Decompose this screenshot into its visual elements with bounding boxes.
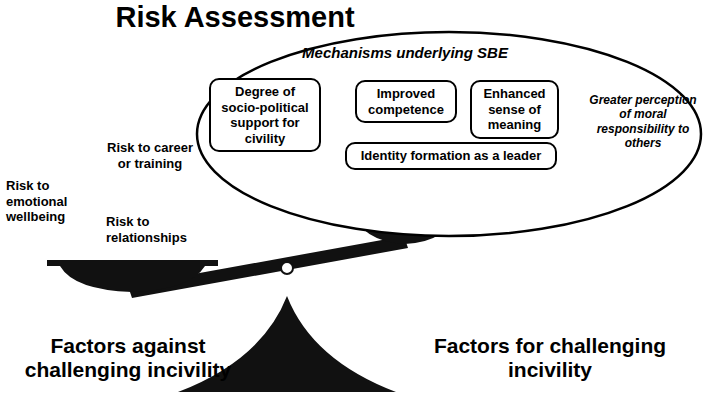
side-label: Factors against challenging incivility xyxy=(8,334,248,382)
pivot xyxy=(281,262,293,274)
mechanism-box: Degree of socio-political support for ci… xyxy=(209,78,321,152)
ellipse-shape xyxy=(197,32,701,236)
box-label: Degree of socio-political support for ci… xyxy=(216,84,314,146)
risk-label: Risk to career or training xyxy=(100,140,200,171)
mechanism-box: Improved competence xyxy=(355,80,457,123)
diagram-title: Risk Assessment xyxy=(0,0,470,35)
mechanism-box: Identity formation as a leader xyxy=(345,142,557,170)
risk-label: Risk to relationships xyxy=(106,214,206,245)
ellipse-heading: Mechanisms underlying SBE xyxy=(295,44,515,61)
box-label: Enhanced sense of meaning xyxy=(477,86,552,133)
box-label: Improved competence xyxy=(362,86,450,117)
brace-note: Greater perception of moral responsibili… xyxy=(587,93,699,151)
left-pan xyxy=(47,260,218,292)
box-label: Identity formation as a leader xyxy=(361,148,542,164)
side-label: Factors for challenging incivility xyxy=(430,334,670,382)
mechanism-box: Enhanced sense of meaning xyxy=(470,80,559,139)
risk-label: Risk to emotional wellbeing xyxy=(6,178,86,225)
